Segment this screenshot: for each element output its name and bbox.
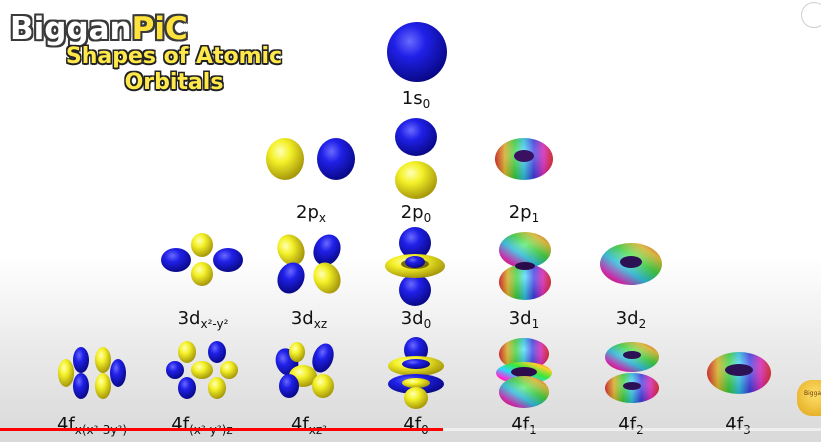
- orbital-4fxz2: [273, 340, 339, 400]
- label-3d2: 3d2: [615, 308, 647, 331]
- orbital-2p1: [493, 135, 555, 183]
- video-progress-bar[interactable]: [0, 428, 821, 431]
- orbital-4f2: [603, 340, 661, 406]
- orbital-3dxz: [274, 232, 344, 296]
- channel-badge-icon[interactable]: Biggan: [797, 380, 821, 416]
- logo-part-1: Biggan: [10, 11, 132, 47]
- label-3d1: 3d1: [508, 308, 540, 331]
- orbital-1s0: [385, 20, 449, 84]
- label-4f3: 4f3: [725, 414, 750, 437]
- orbital-3d1: [497, 230, 553, 302]
- label-2p1: 2p1: [508, 202, 540, 225]
- orbital-4fz: [166, 340, 238, 400]
- label-2px: 2px: [296, 202, 326, 225]
- title-line-2: Orbitals: [124, 70, 224, 96]
- orbital-2p0: [392, 116, 440, 202]
- label-4f1: 4f1: [511, 414, 536, 437]
- orbital-3d2: [599, 240, 663, 288]
- logo-part-2: PiC: [131, 11, 188, 47]
- video-progress-fill: [0, 428, 444, 431]
- label-4fxz2: 4fxz²: [290, 414, 327, 437]
- label-3d0: 3d0: [400, 308, 432, 331]
- title-line-1: Shapes of Atomic: [65, 44, 283, 69]
- channel-logo: BigganPiC: [10, 14, 188, 45]
- orbital-4fx: [56, 345, 128, 401]
- label-4fx: 4fx(x²-3y²): [56, 414, 127, 437]
- orbital-2px: [263, 135, 358, 183]
- label-3dxz: 3dxz: [290, 308, 328, 331]
- label-1s0: 1s0: [401, 88, 431, 111]
- orbital-4f1: [495, 337, 553, 409]
- label-4fz: 4f(x²-y²)z: [171, 414, 232, 437]
- badge-text: Biggan: [804, 390, 821, 397]
- label-2p0: 2p0: [400, 202, 432, 225]
- orbital-4f0: [386, 336, 446, 410]
- corner-dot-icon: [801, 2, 821, 28]
- label-4f2: 4f2: [618, 414, 643, 437]
- orbital-3d0: [384, 226, 446, 306]
- label-4f0: 4f0: [403, 414, 428, 437]
- orbital-4f3: [706, 350, 772, 396]
- label-3dx2y2: 3dx²-y²: [177, 308, 229, 331]
- orbital-3dx2y2: [160, 232, 244, 286]
